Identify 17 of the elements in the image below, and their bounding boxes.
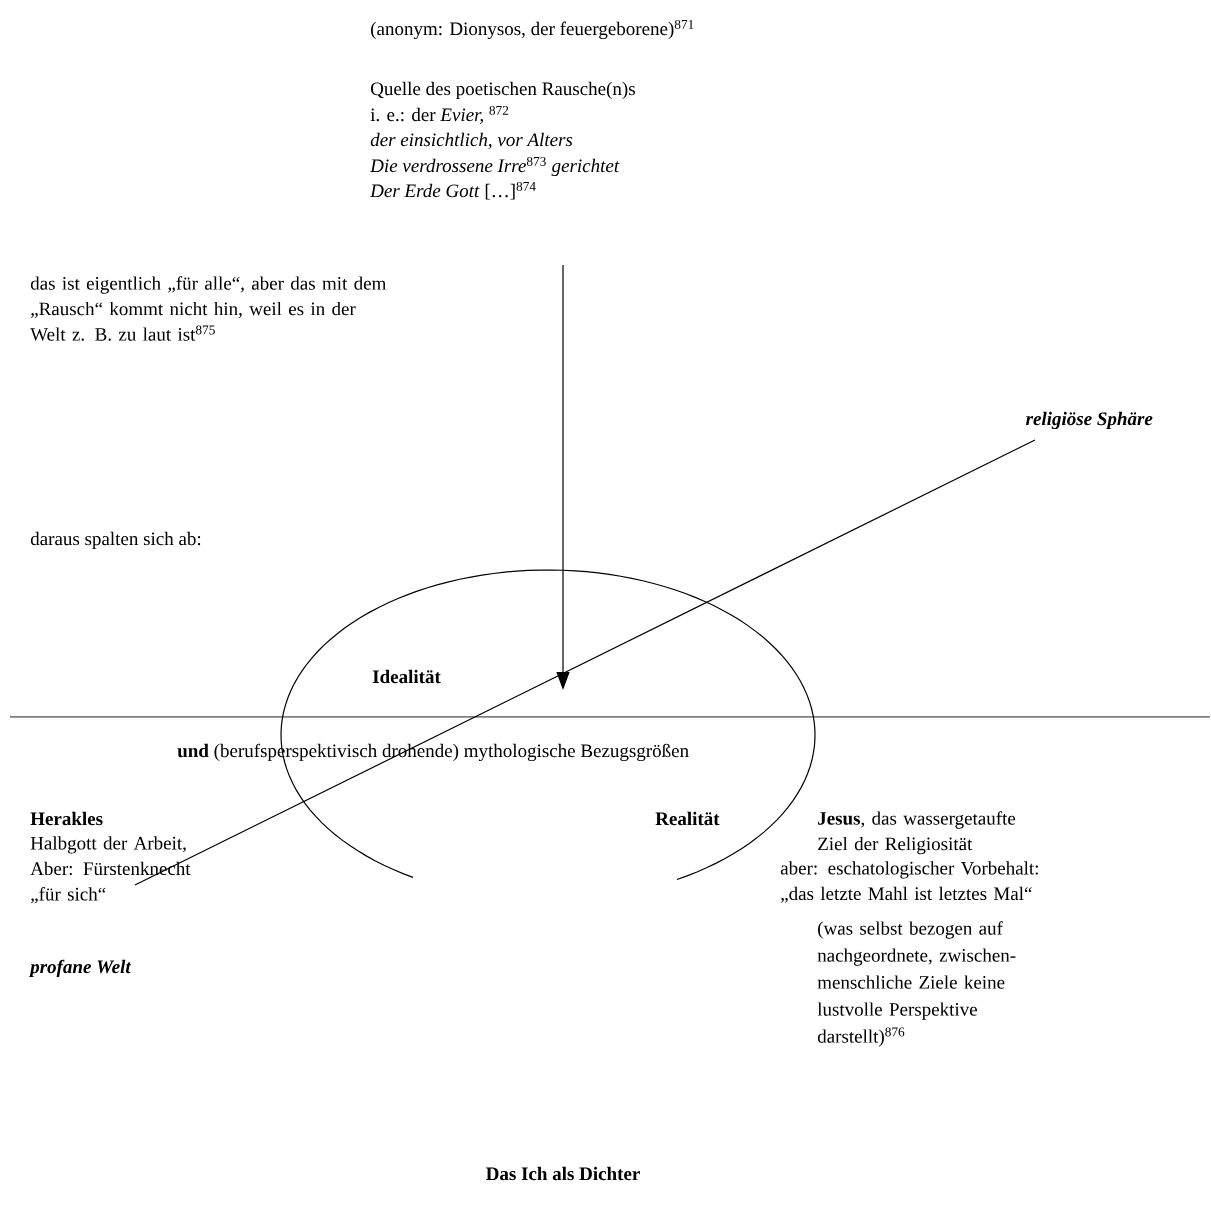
text: daraus spalten sich ab:	[30, 531, 201, 550]
text: aber: eschatologischer Vorbehalt: „das letzte Mahl ist letztes Mal“	[780, 861, 1038, 903]
text: Jesus, das wassergetaufte Ziel der Religiosität	[818, 811, 1016, 855]
text: der einsichtlich, vor Alters	[370, 132, 573, 149]
text: (anonym: Dionysos, der feuergeborene)$^{871}$	[371, 19, 694, 40]
text: Der Erde Gott […]$^{874}$	[370, 181, 536, 200]
text: das ist eigentlich „für alle“, aber das mit dem „Rausch“ kommt nicht hin, weil es in der Welt z. B. zu laut ist$^{875}$	[30, 276, 387, 341]
text: Idealität	[372, 669, 441, 684]
axis-label: religiöse Sphäre	[1026, 411, 1153, 430]
text: Die verdrossene Irre$^{873}$ gerichtet	[370, 156, 620, 177]
text: Realität	[655, 811, 720, 826]
axis-label: Das Ich als Dichter	[486, 1166, 640, 1181]
axis-label: profane Welt	[28, 959, 132, 978]
text: (was selbst bezogen auf nachgeordnete, zwischen-menschliche Ziele keine lustvolle Perspektive darstellt)$^{876}$	[817, 921, 1016, 1047]
heading: Herakles	[30, 811, 103, 826]
text: i. e.: der Evier, $^{872}$	[370, 105, 509, 124]
text: Quelle des poetischen Rausche(n)s	[371, 81, 635, 100]
